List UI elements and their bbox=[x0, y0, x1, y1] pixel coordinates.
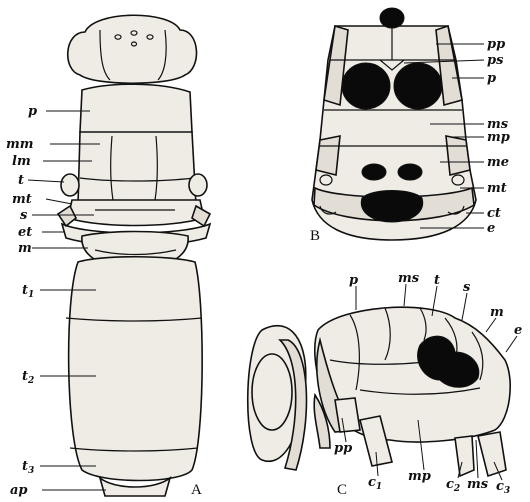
label-b-p: p bbox=[487, 71, 496, 86]
label-c-c1-sub: 1 bbox=[376, 482, 382, 492]
label-a-mm: mm bbox=[6, 137, 34, 152]
label-a-t1: t1 bbox=[22, 283, 34, 300]
label-b-pp: pp bbox=[487, 37, 505, 52]
label-c-c2: c2 bbox=[446, 477, 460, 494]
blotch-mid-left bbox=[362, 164, 386, 180]
label-c-c1-main: c bbox=[368, 475, 376, 490]
panel-c-drawing bbox=[248, 307, 510, 476]
label-a-mt: mt bbox=[12, 192, 32, 207]
label-c-c2-main: c bbox=[446, 477, 454, 492]
label-c-pp: pp bbox=[334, 441, 352, 456]
panel-label-c: C bbox=[337, 482, 347, 498]
panel-label-b: B bbox=[310, 228, 320, 244]
label-a-p: p bbox=[28, 104, 37, 119]
label-c-s: s bbox=[463, 280, 471, 295]
label-c-c1: c1 bbox=[368, 475, 382, 492]
label-c-m: m bbox=[490, 305, 504, 320]
label-a-s: s bbox=[20, 208, 28, 223]
label-c-e: e bbox=[514, 323, 522, 338]
label-c-ms-bottom: ms bbox=[467, 477, 489, 492]
label-a-t2-sub: 2 bbox=[27, 376, 34, 386]
label-b-ct: ct bbox=[487, 206, 501, 221]
blotch-top bbox=[380, 8, 404, 28]
panel-a-drawing bbox=[58, 15, 210, 496]
label-c-ms-top: ms bbox=[398, 271, 420, 286]
label-c-c2-sub: 2 bbox=[453, 484, 460, 494]
label-a-lm: lm bbox=[12, 154, 31, 169]
label-c-c3: c3 bbox=[496, 479, 510, 496]
label-b-mt: mt bbox=[487, 181, 507, 196]
label-a-t3: t3 bbox=[22, 459, 34, 476]
blotch-right bbox=[394, 63, 442, 109]
panel-label-a: A bbox=[191, 482, 202, 498]
metathorax-shape bbox=[68, 200, 204, 226]
label-a-t: t bbox=[18, 173, 24, 188]
label-a-m: m bbox=[18, 241, 32, 256]
label-b-e: e bbox=[487, 221, 495, 236]
label-c-c3-sub: 3 bbox=[504, 486, 510, 496]
blotch-mid-right bbox=[398, 164, 422, 180]
prothorax-shape bbox=[80, 84, 192, 136]
label-b-mp: mp bbox=[487, 130, 510, 145]
label-a-t3-sub: 3 bbox=[28, 466, 34, 476]
label-b-me: me bbox=[487, 155, 509, 170]
label-a-t2: t2 bbox=[22, 369, 34, 386]
label-a-et: et bbox=[18, 225, 32, 240]
label-c-c3-main: c bbox=[496, 479, 504, 494]
label-c-p: p bbox=[349, 273, 358, 288]
label-c-mp: mp bbox=[408, 469, 431, 484]
blotch-bottom bbox=[361, 191, 422, 223]
label-a-t1-sub: 1 bbox=[28, 290, 34, 300]
label-c-t: t bbox=[434, 273, 440, 288]
head-shape bbox=[68, 15, 197, 83]
blotch-left bbox=[342, 63, 390, 109]
label-b-ps: ps bbox=[487, 53, 504, 68]
label-a-ap: ap bbox=[10, 483, 28, 498]
